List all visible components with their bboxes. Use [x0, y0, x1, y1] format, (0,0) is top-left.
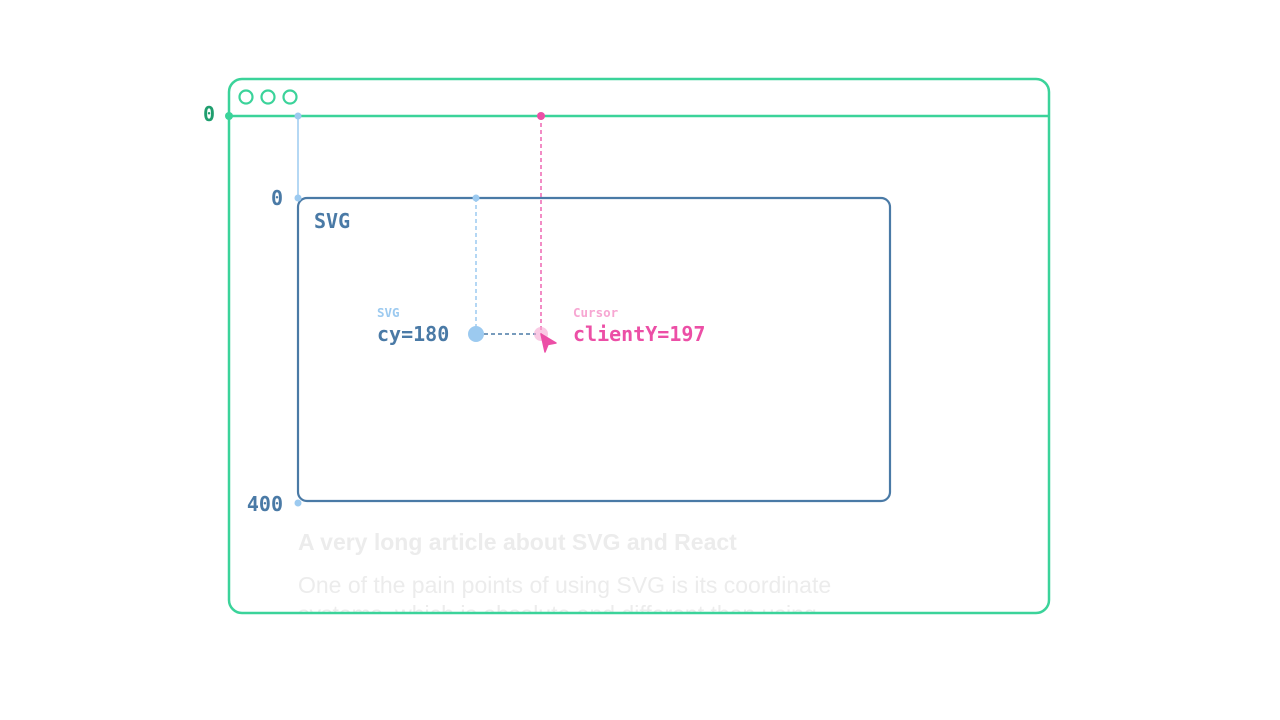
cursor-guide-dot [537, 112, 545, 120]
article-paragraph-line: systems, which is absolute and different… [298, 601, 817, 627]
svg-point-guide-dot [472, 194, 480, 202]
article-paragraph-line: One of the pain points of using SVG is i… [298, 572, 831, 598]
cursor-arrow-icon [540, 333, 557, 353]
window-control-dot[interactable] [260, 89, 276, 105]
window-control-dot[interactable] [238, 89, 254, 105]
svg-axis-top-label: 0 [271, 186, 283, 210]
svg-axis-bottom-label: 400 [247, 492, 283, 516]
svg-point [468, 326, 484, 342]
article-content: A very long article about SVG and React … [298, 529, 831, 627]
browser-window [227, 77, 1051, 615]
svg-point-caption: SVG [377, 305, 400, 320]
article-title: A very long article about SVG and React [298, 529, 737, 555]
window-control-dot[interactable] [282, 89, 298, 105]
svg-box [296, 196, 892, 503]
cursor-caption: Cursor [573, 305, 619, 320]
cursor-value: clientY=197 [573, 322, 705, 346]
svg-axis-bottom-dot [294, 499, 302, 507]
svg-box-title: SVG [314, 209, 350, 233]
viewport-origin-dot [225, 112, 233, 120]
svg-axis-top-dot [294, 194, 302, 202]
svg-point-value: cy=180 [377, 322, 449, 346]
svg-offset-dot [294, 112, 302, 120]
viewport-axis-label: 0 [203, 102, 215, 126]
window-controls [238, 89, 298, 105]
